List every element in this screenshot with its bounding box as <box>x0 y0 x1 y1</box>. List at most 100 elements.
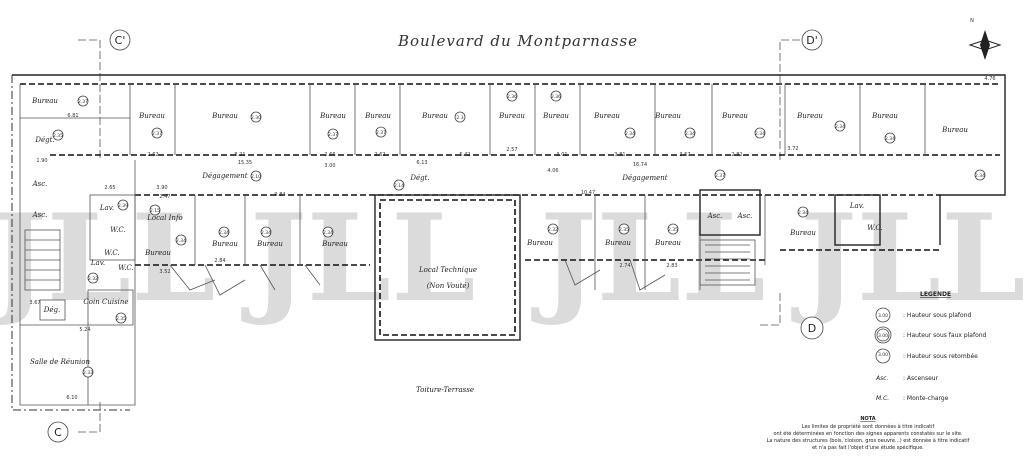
height-marker: 2.34 <box>834 120 846 132</box>
legend-item-faux-plafond: 3.00 : Hauteur sous faux plafond <box>874 326 987 344</box>
height-marker: 2.3 <box>454 111 466 123</box>
svg-text:4.06: 4.06 <box>547 168 558 174</box>
svg-text:et n'a pas fait l'objet d'une: et n'a pas fait l'objet d'une étude spéc… <box>812 444 924 451</box>
height-marker: 2.15 <box>149 204 161 216</box>
north-arrow-icon: N <box>968 18 1002 60</box>
svg-text:2.82: 2.82 <box>731 152 742 158</box>
svg-text:2.34: 2.34 <box>835 124 845 130</box>
svg-text:: Hauteur sous faux plafond: : Hauteur sous faux plafond <box>903 332 987 339</box>
svg-text:2.34: 2.34 <box>885 136 895 142</box>
room-label: Bureau <box>526 239 553 247</box>
height-marker: 2.36 <box>506 90 518 102</box>
svg-text:: Monte-charge: : Monte-charge <box>903 395 949 402</box>
room-label: Bureau <box>654 112 681 120</box>
room-label: Dégt. <box>34 136 54 144</box>
svg-text:2.34: 2.34 <box>975 173 985 179</box>
room-label: Bureau <box>211 240 238 248</box>
svg-text:15.35: 15.35 <box>238 160 252 166</box>
room-label: Bureau <box>138 112 165 120</box>
svg-text:5.42: 5.42 <box>459 152 470 158</box>
room-label: Dégt. <box>409 174 429 182</box>
svg-text:2.33: 2.33 <box>83 370 93 376</box>
svg-text:: Ascenseur: : Ascenseur <box>903 375 939 382</box>
svg-text:2.34: 2.34 <box>685 131 695 137</box>
room-label: Local Info <box>146 214 183 222</box>
svg-text:2.36: 2.36 <box>551 94 561 100</box>
svg-text:2.32: 2.32 <box>88 276 98 282</box>
svg-text:2.34: 2.34 <box>176 238 186 244</box>
svg-text:M.C.: M.C. <box>876 395 889 402</box>
svg-text:ont été déterminées en fonctio: ont été déterminées en fonction des sign… <box>773 430 962 437</box>
svg-text:C': C' <box>115 34 126 47</box>
legend-item-monte-charge: M.C. : Monte-charge <box>876 395 949 402</box>
svg-text:2.47: 2.47 <box>159 194 170 200</box>
room-label: W.C. <box>118 264 134 272</box>
section-marker-c: C <box>47 400 101 443</box>
svg-text:10.47: 10.47 <box>581 190 595 196</box>
height-marker: 2.39 <box>117 199 129 211</box>
room-label: Dég. <box>43 306 60 314</box>
svg-text:: Hauteur sous retombée: : Hauteur sous retombée <box>903 353 978 360</box>
svg-text:8.21: 8.21 <box>234 152 245 158</box>
room-label: Bureau <box>789 229 816 237</box>
height-marker: 2.34 <box>797 206 809 218</box>
room-label: Bureau <box>721 112 748 120</box>
height-marker: 2.35 <box>52 129 64 141</box>
svg-text:5.24: 5.24 <box>79 327 90 333</box>
room-label: Bureau <box>498 112 525 120</box>
svg-text:JLL: JLL <box>531 188 766 329</box>
svg-text:2.37: 2.37 <box>152 131 162 137</box>
room-label: Asc. <box>32 211 48 219</box>
svg-text:4.76: 4.76 <box>984 76 995 82</box>
svg-text:JLL: JLL <box>791 188 1024 329</box>
height-marker: 2.34 <box>260 226 272 238</box>
svg-text:2.3: 2.3 <box>456 115 463 121</box>
height-marker: 2.37 <box>151 127 163 139</box>
room-label: Bureau <box>654 239 681 247</box>
svg-text:2.37: 2.37 <box>715 173 725 179</box>
height-marker: 2.34 <box>322 226 334 238</box>
svg-text:2.84: 2.84 <box>214 258 225 264</box>
svg-text:D': D' <box>806 34 818 47</box>
svg-text:3.52: 3.52 <box>159 269 170 275</box>
room-label: Bureau <box>604 239 631 247</box>
height-marker: 2.14 <box>393 179 405 191</box>
section-marker-c-prime: C' <box>78 29 131 160</box>
height-marker: 2.37 <box>327 128 339 140</box>
svg-text:2.14: 2.14 <box>394 183 404 189</box>
svg-text:NOTA: NOTA <box>860 416 875 422</box>
height-marker: 2.35 <box>115 312 127 324</box>
room-label: Asc. <box>737 212 753 220</box>
room-label: Bureau <box>31 97 58 105</box>
svg-text:6.13: 6.13 <box>416 160 427 166</box>
svg-text:2.34: 2.34 <box>798 210 808 216</box>
height-marker: 2.32 <box>547 223 559 235</box>
room-label: Bureau <box>593 112 620 120</box>
room-label: Bureau <box>144 249 171 257</box>
svg-text:3.67: 3.67 <box>29 300 40 306</box>
height-marker: 2.10 <box>250 170 262 182</box>
height-marker: 2.34 <box>884 132 896 144</box>
room-label: Dégagement <box>201 172 247 180</box>
svg-text:2.30: 2.30 <box>251 115 261 121</box>
svg-text:D: D <box>808 322 816 335</box>
room-labels: Bureau Dégt. Bureau Bureau Bureau Bureau… <box>30 97 968 394</box>
height-marker: 2.36 <box>550 90 562 102</box>
room-label: (Non Vouté) <box>427 282 470 290</box>
svg-text:2.62: 2.62 <box>374 152 385 158</box>
room-label: Coin Cuisine <box>83 298 128 306</box>
svg-text:2.37: 2.37 <box>328 132 338 138</box>
svg-text:2.37: 2.37 <box>78 99 88 105</box>
room-label: Bureau <box>256 240 283 248</box>
legend: LEGENDE 3.00 : Hauteur sous plafond 3.00… <box>874 291 987 402</box>
room-label: W.C. <box>867 224 883 232</box>
svg-text:2.34: 2.34 <box>219 230 229 236</box>
svg-text:1.90: 1.90 <box>36 158 47 164</box>
height-marker: 2.34 <box>974 169 986 181</box>
height-marker: 2.37 <box>714 169 726 181</box>
room-label: Asc. <box>707 212 723 220</box>
svg-text:2.35: 2.35 <box>619 227 629 233</box>
height-marker: 2.34 <box>684 127 696 139</box>
room-label: Bureau <box>542 112 569 120</box>
svg-text:2.34: 2.34 <box>261 230 271 236</box>
